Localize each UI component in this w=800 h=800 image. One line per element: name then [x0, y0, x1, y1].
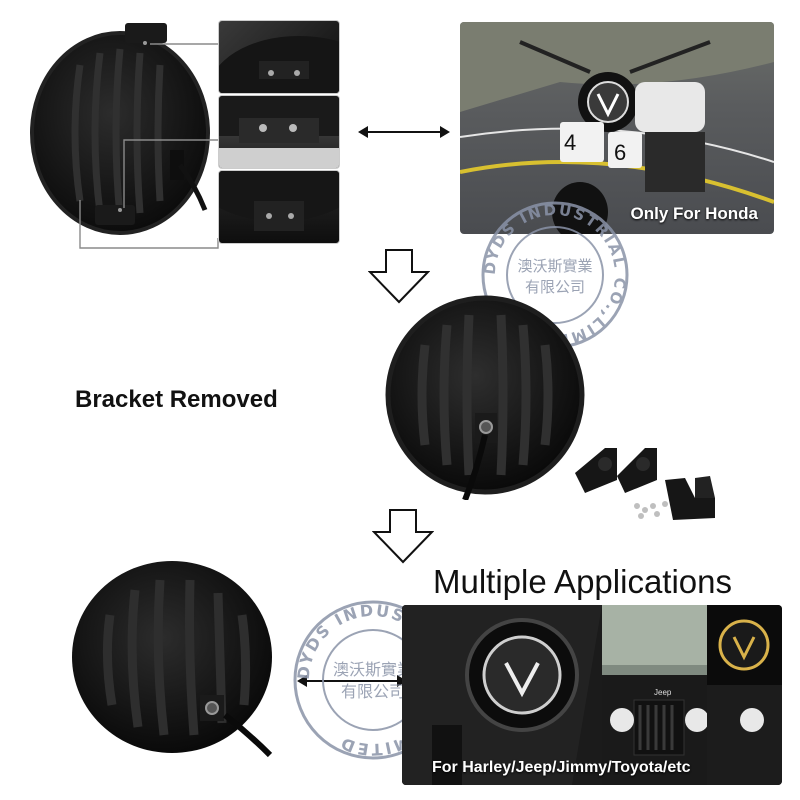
- watermark-line1-top: 澳沃斯實業: [517, 257, 592, 275]
- closeup-photo-3: [218, 170, 340, 244]
- headlight-bracket-removed: [385, 295, 585, 500]
- closeup-photo-2: [218, 95, 340, 169]
- headlight-with-bracket: [30, 23, 210, 235]
- plate-left-number: 4: [564, 130, 576, 155]
- watermark-line1-bottom: 澳沃斯實業: [333, 660, 413, 679]
- caption-bracket-removed: Bracket Removed: [75, 386, 278, 413]
- watermark-line2-top: 有限公司: [525, 278, 585, 296]
- plate-right-number: 6: [614, 140, 626, 165]
- caption-applications: For Harley/Jeep/Jimmy/Toyota/etc: [432, 759, 691, 776]
- down-arrow-icon: [372, 509, 434, 564]
- jeep-badge-text: Jeep: [654, 688, 672, 697]
- applications-scene: Jeep: [402, 605, 782, 785]
- double-arrow-icon: [358, 126, 450, 138]
- caption-multiple-applications: Multiple Applications: [433, 563, 732, 600]
- closeup-detail-3: [219, 171, 339, 231]
- watermark-line2-bottom: 有限公司: [341, 682, 405, 701]
- closeup-detail-1: [219, 36, 339, 93]
- closeup-photo-1: [218, 20, 340, 94]
- callout-lines: [79, 43, 219, 249]
- closeup-detail-2: [219, 96, 339, 168]
- down-arrow-icon: [368, 249, 430, 304]
- caption-only-for-honda: Only For Honda: [630, 204, 759, 223]
- removed-bracket-parts: [575, 448, 715, 520]
- applications-photo-collage: Jeep For Harley/Jeep/Jimmy/Toyota/etc: [402, 605, 782, 785]
- headlight-bottom: [72, 561, 273, 758]
